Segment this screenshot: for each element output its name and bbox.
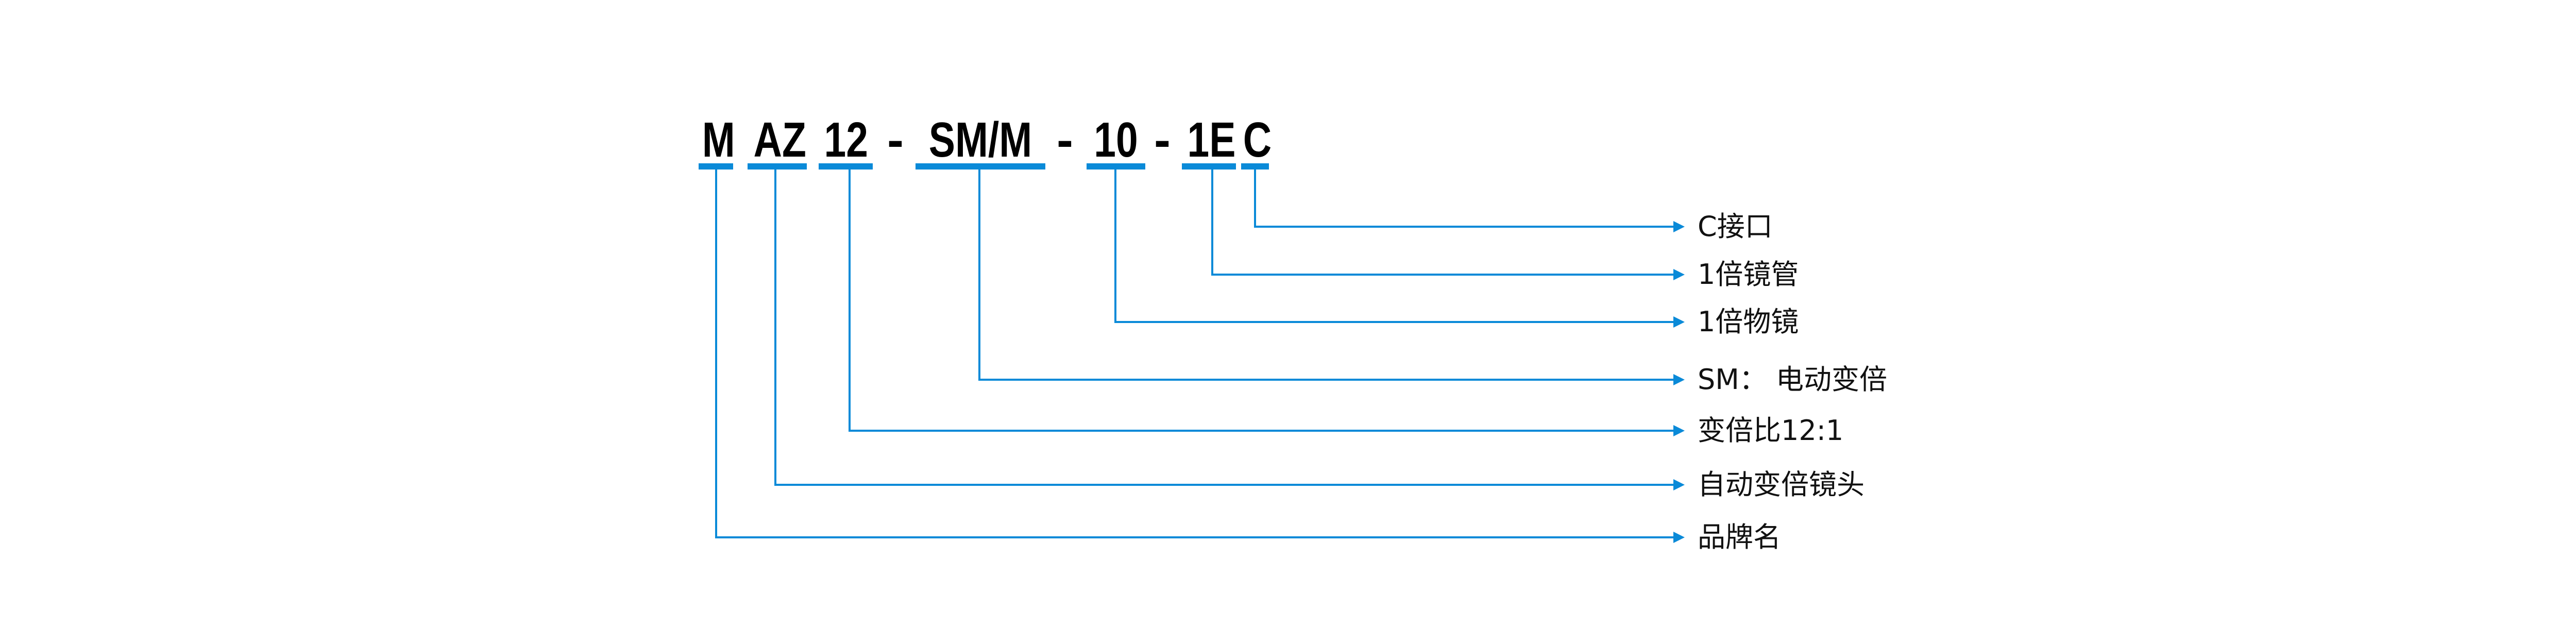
code-segment-zoom-mode: SM/M — [928, 112, 1032, 167]
leader-line-objective — [1114, 170, 1674, 323]
label-brand: 品牌名 — [1698, 521, 1781, 553]
separator: - — [1057, 112, 1073, 167]
underline-tube — [1182, 163, 1236, 170]
arrow-icon — [1673, 269, 1685, 280]
underline-zoom-mode — [916, 163, 1045, 170]
arrow-icon — [1673, 425, 1685, 436]
arrow-icon — [1673, 374, 1685, 385]
label-tube: 1倍镜管 — [1698, 258, 1799, 291]
label-type: 自动变倍镜头 — [1698, 468, 1865, 501]
underline-zoom-ratio — [819, 163, 873, 170]
code-segment-brand: M — [702, 112, 735, 167]
arrow-icon — [1673, 532, 1685, 543]
underline-objective — [1087, 163, 1145, 170]
separator: - — [887, 112, 904, 167]
code-segment-objective: 10 — [1094, 112, 1138, 167]
arrow-icon — [1673, 316, 1685, 328]
underline-mount — [1241, 163, 1269, 170]
leader-line-brand — [715, 170, 1674, 538]
underline-type — [748, 163, 807, 170]
leader-line-type — [774, 170, 1674, 486]
leader-line-tube — [1211, 170, 1674, 276]
arrow-icon — [1673, 221, 1685, 232]
label-mount: C接口 — [1698, 210, 1773, 243]
code-segment-zoom-ratio: 12 — [824, 112, 868, 167]
label-zoom-mode: SM： 电动变倍 — [1698, 363, 1888, 396]
label-objective: 1倍物镜 — [1698, 306, 1799, 338]
separator: - — [1154, 112, 1171, 167]
underline-brand — [699, 163, 733, 170]
leader-line-zoom-ratio — [849, 170, 1674, 432]
code-segment-type: AZ — [753, 112, 806, 167]
arrow-icon — [1673, 479, 1685, 490]
leader-line-mount — [1254, 170, 1674, 228]
label-zoom-ratio: 变倍比12:1 — [1698, 414, 1844, 447]
code-segment-mount: C — [1243, 112, 1272, 167]
code-segment-tube: 1E — [1187, 112, 1236, 167]
leader-line-zoom-mode — [978, 170, 1674, 381]
